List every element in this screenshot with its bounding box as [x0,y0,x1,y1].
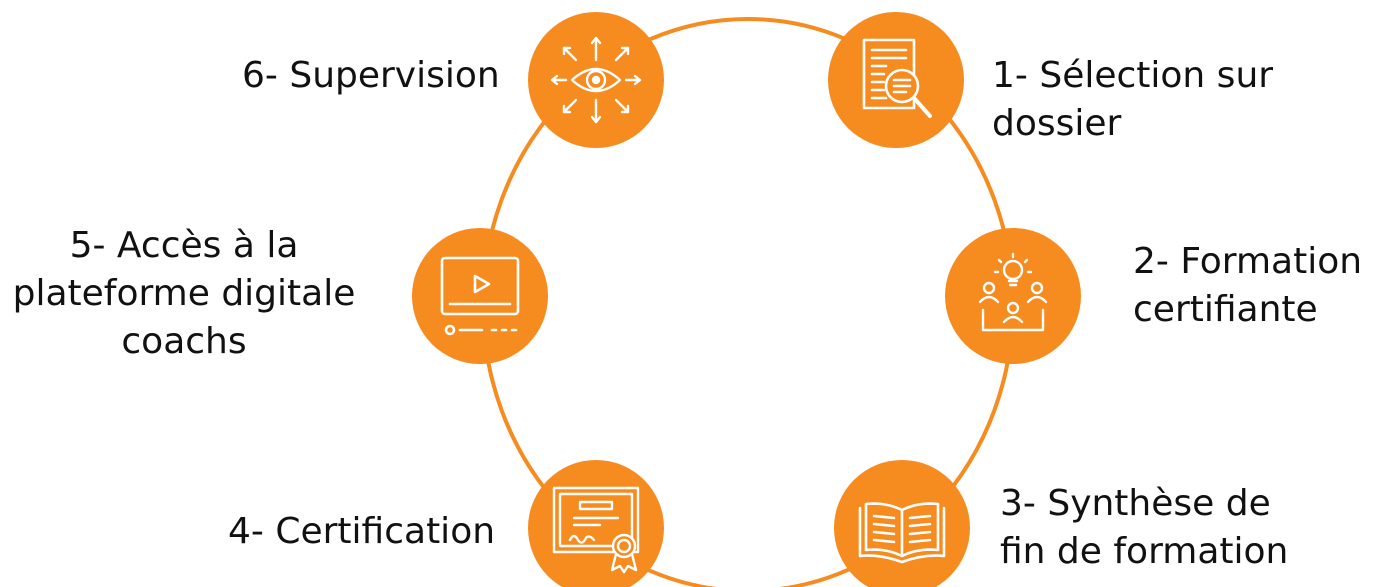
step-4-node [528,460,664,587]
step-6-label: 6- Supervision [242,52,500,100]
step-6-node [528,12,664,148]
step-1-label: 1- Sélection sur dossier [992,52,1273,148]
step-3-node [834,460,970,587]
step-2-node [945,228,1081,364]
step-2-label-line-1: 2- Formation [1133,241,1363,282]
step-5-label-line-1: 5- Accès à la [69,225,299,266]
step-3-label: 3- Synthèse de fin de formation [1000,480,1288,576]
step-2-label: 2- Formation certifiante [1133,238,1362,334]
lightbulb-team-icon [978,252,1048,332]
step-5-node [412,228,548,364]
certificate-icon [552,486,640,574]
video-player-icon [440,256,520,336]
open-book-icon [858,502,946,564]
step-5-label-line-3: coachs [121,321,247,362]
step-1-label-line-1: 1- Sélection sur [992,55,1274,96]
step-4-label-line-1: 4- Certification [228,511,496,552]
document-search-icon [862,38,932,118]
step-2-label-line-2: certifiante [1133,289,1318,330]
step-5-label-line-2: plateforme digitale [12,273,356,314]
step-4-label: 4- Certification [228,508,495,556]
step-5-label: 5- Accès à la plateforme digitale coachs [4,222,364,366]
step-3-label-line-1: 3- Synthèse de [1000,483,1271,524]
step-3-label-line-2: fin de formation [1000,531,1289,572]
step-1-label-line-2: dossier [992,103,1122,144]
step-6-label-line-1: 6- Supervision [242,55,500,96]
step-1-node [828,12,964,148]
eye-arrows-icon [550,36,642,124]
